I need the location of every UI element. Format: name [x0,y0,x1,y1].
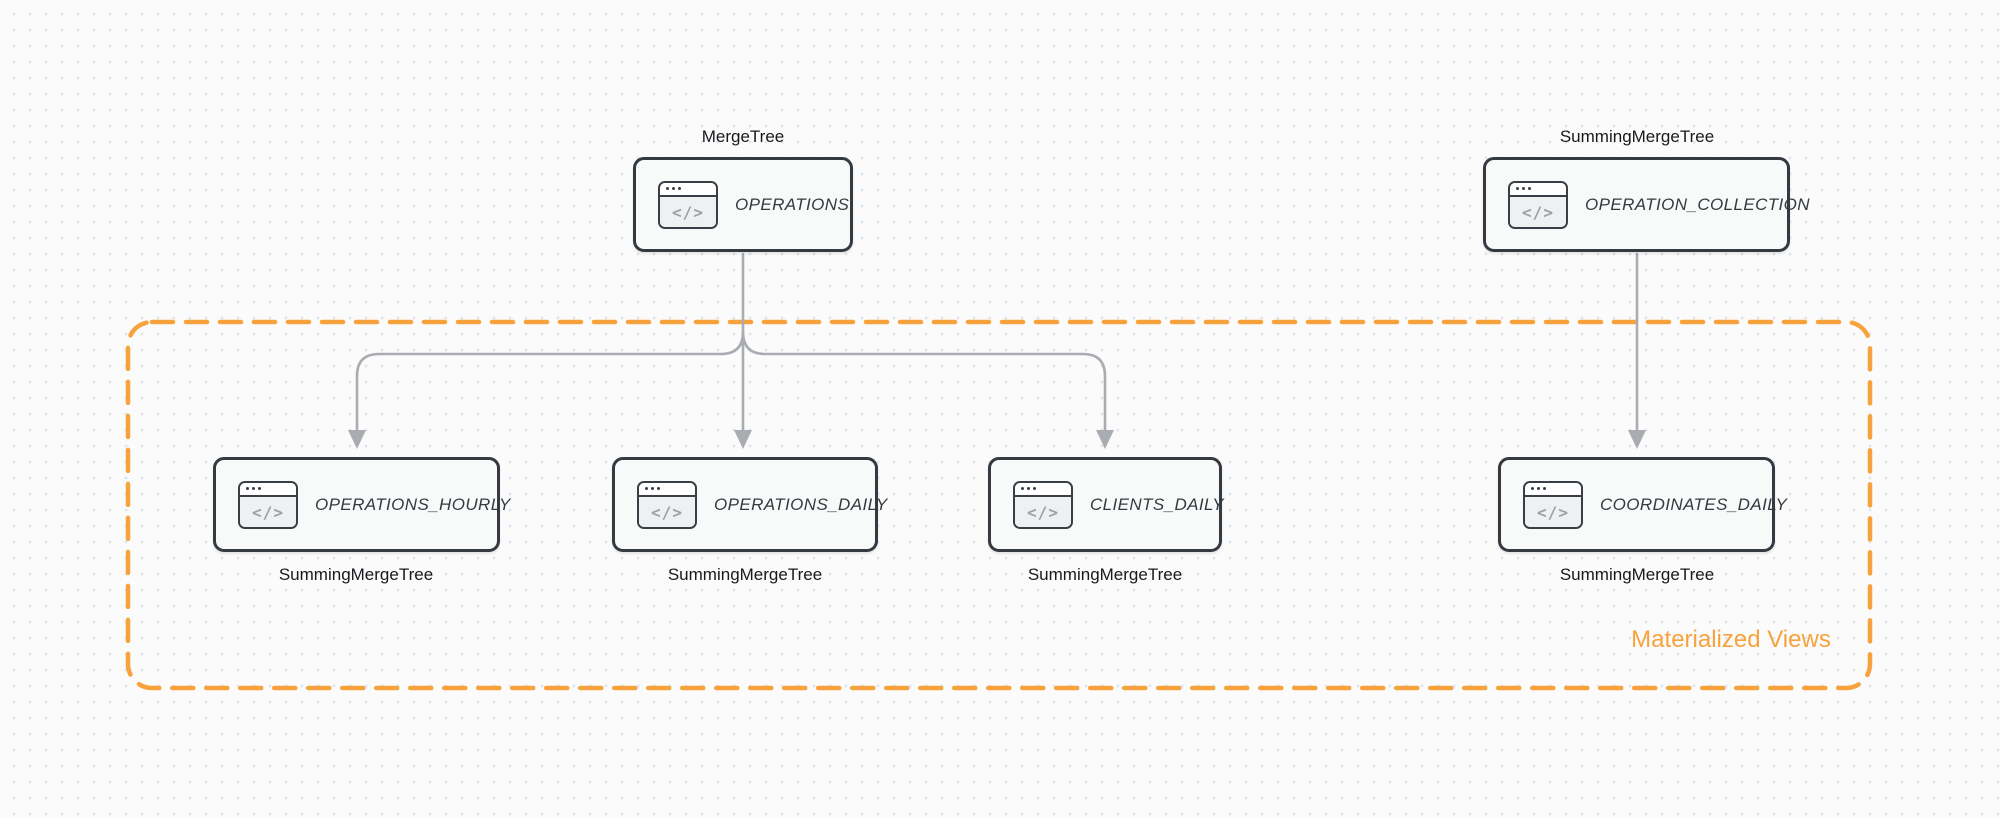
window-dot [1027,487,1030,490]
window-dot [672,187,675,190]
code-glyph: </> [660,196,716,227]
code-window-icon: </> [637,480,697,529]
window-dot [678,187,681,190]
engine-label-operations-hourly: SummingMergeTree [278,565,434,584]
table-title: CLIENTS_DAILY [1090,494,1225,514]
engine-label-coordinates-daily: SummingMergeTree [1559,565,1715,584]
table-node-coordinates-daily[interactable]: </> COORDINATES_DAILY [1498,457,1787,552]
code-glyph: </> [1525,496,1581,527]
materialized-views-group-border[interactable] [125,319,1873,691]
table-node-operations-daily[interactable]: </> OPERATIONS_DAILY [612,457,887,552]
window-bar [1525,482,1581,497]
window-bar [240,482,296,497]
window-dot [1516,187,1519,190]
window-bar [639,482,695,497]
window-dot [1033,487,1036,490]
window-dot [258,487,261,490]
window-dot [246,487,249,490]
window-bar [1510,182,1566,197]
engine-label-operation-collection: SummingMergeTree [1559,127,1715,146]
code-glyph: </> [240,496,296,527]
edge-operations-to-operations-hourly [355,330,745,433]
window-dot [666,187,669,190]
edge-operations-to-clients-daily [741,330,1107,433]
table-title: OPERATIONS [735,194,850,214]
window-dot [1021,487,1024,490]
arrow-down-icon [1628,430,1646,449]
window-dot [645,487,648,490]
arrow-down-icon [348,430,366,449]
code-window-icon: </> [1523,480,1583,529]
code-window-icon: </> [658,180,718,229]
window-dot [252,487,255,490]
table-title: OPERATIONS_HOURLY [315,494,511,514]
arrow-down-icon [734,430,752,449]
table-title: COORDINATES_DAILY [1600,494,1788,514]
table-title: OPERATIONS_DAILY [714,494,888,514]
window-dot [657,487,660,490]
window-dot [651,487,654,490]
window-bar [1015,482,1071,497]
window-bar [660,182,716,197]
table-title: OPERATION_COLLECTION [1585,194,1810,214]
window-dot [1531,487,1534,490]
table-node-clients-daily[interactable]: </> CLIENTS_DAILY [988,457,1225,552]
table-node-operations[interactable]: </> OPERATIONS [633,157,853,252]
window-dot [1522,187,1525,190]
engine-label-operations-daily: SummingMergeTree [667,565,823,584]
window-dot [1543,487,1546,490]
table-node-operations-hourly[interactable]: </> OPERATIONS_HOURLY [213,457,510,552]
code-glyph: </> [639,496,695,527]
code-glyph: </> [1510,196,1566,227]
code-glyph: </> [1015,496,1071,527]
code-window-icon: </> [1508,180,1568,229]
window-dot [1537,487,1540,490]
window-dot [1528,187,1531,190]
code-window-icon: </> [1013,480,1073,529]
table-node-operation-collection[interactable]: </> OPERATION_COLLECTION [1483,157,1810,252]
engine-label-clients-daily: SummingMergeTree [1027,565,1183,584]
engine-label-operations: MergeTree [701,127,785,146]
code-window-icon: </> [238,480,298,529]
arrow-down-icon [1096,430,1114,449]
materialized-views-group-label: Materialized Views [1631,626,1831,653]
